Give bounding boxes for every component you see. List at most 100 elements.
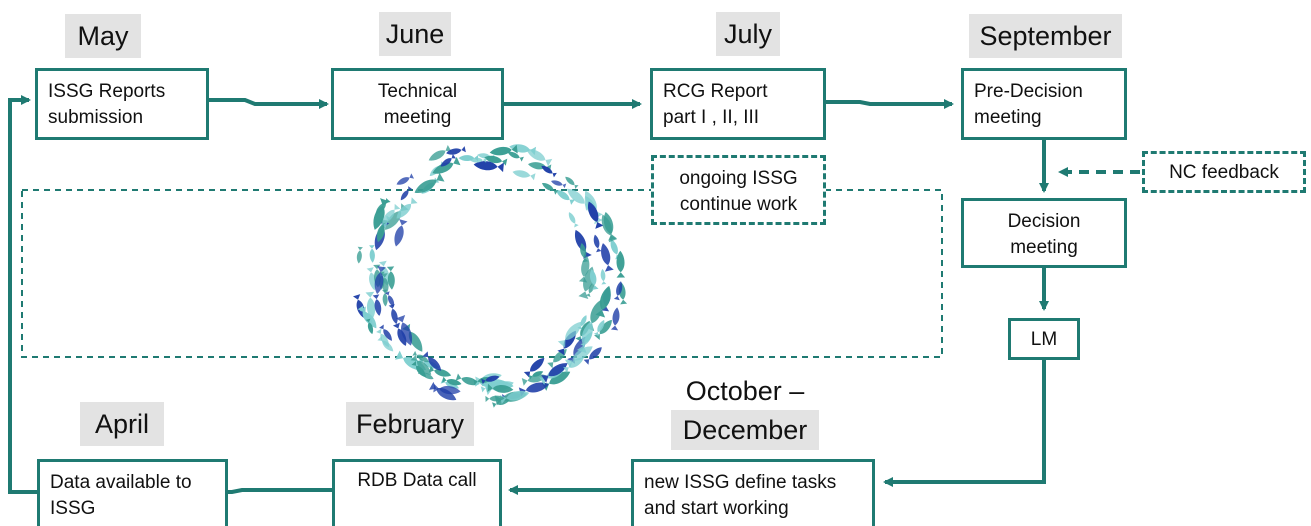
fish-icon <box>410 354 432 375</box>
fish-icon <box>359 306 377 329</box>
lm-box: LM <box>1008 318 1080 360</box>
fish-icon <box>613 281 623 301</box>
fish-icon <box>388 304 398 325</box>
fish-icon <box>377 220 388 241</box>
fish-icon <box>593 234 602 253</box>
fish-icon <box>547 349 567 369</box>
fish-icon <box>595 285 611 318</box>
fish-icon <box>446 146 466 155</box>
fish-icon <box>386 266 395 290</box>
fish-icon <box>440 154 457 167</box>
fish-icon <box>541 363 568 383</box>
fish-icon <box>580 332 592 348</box>
fish-icon <box>373 198 390 230</box>
fish-icon <box>588 201 604 229</box>
fish-icon <box>366 267 377 291</box>
fish-icon <box>557 321 582 348</box>
fish-icon <box>610 307 620 331</box>
fish-icon <box>395 314 413 346</box>
fish-icon <box>584 190 603 219</box>
ongoing-issg-box: ongoing ISSG continue work <box>651 155 826 225</box>
fish-icon <box>428 145 452 161</box>
fish-icon <box>528 162 552 172</box>
fish-icon <box>402 323 423 352</box>
month-label-december: December <box>671 410 819 450</box>
fish-icon <box>482 378 509 388</box>
month-label-july: July <box>716 12 780 56</box>
fish-icon <box>580 242 589 263</box>
fish-icon <box>428 365 452 377</box>
rdb-data-call-box: RDB Data call <box>332 459 502 526</box>
fish-icon <box>567 336 586 364</box>
fish-icon <box>365 318 374 335</box>
fish-icon <box>616 250 626 278</box>
fish-icon <box>610 239 622 260</box>
issg-reports-submission-box: ISSG Reports submission <box>35 68 209 140</box>
month-label-february: February <box>346 402 474 446</box>
fish-icon <box>576 321 593 354</box>
month-label-april: April <box>80 402 164 446</box>
arrow-rcg-to-predecision <box>826 99 954 109</box>
arrow-return-to-issg-reports <box>8 95 37 494</box>
pre-decision-meeting-box: Pre-Decision meeting <box>961 68 1127 140</box>
arrow-rdb-to-data-available <box>211 487 332 497</box>
month-label-september: September <box>969 14 1122 58</box>
fish-icon <box>593 319 605 337</box>
fish-icon <box>512 170 536 181</box>
month-label-june: June <box>379 12 451 56</box>
fish-icon <box>477 153 495 161</box>
fish-icon <box>372 294 382 316</box>
fish-icon <box>565 176 579 189</box>
rcg-report-box: RCG Report part I , II, III <box>650 68 826 140</box>
ongoing-dashed-frame <box>21 189 943 358</box>
fish-icon <box>484 155 508 166</box>
fish-icon <box>563 357 584 373</box>
fish-icon <box>481 375 500 385</box>
fish-icon <box>352 294 365 318</box>
fish-icon <box>432 156 461 174</box>
fish-icon <box>594 319 612 341</box>
fish-icon <box>487 383 514 393</box>
nc-feedback-box: NC feedback <box>1142 151 1306 193</box>
fish-icon <box>551 180 567 189</box>
fish-icon <box>384 291 395 307</box>
fish-icon <box>526 149 553 167</box>
fish-icon <box>396 197 418 219</box>
fish-icon <box>412 350 429 363</box>
fish-icon <box>528 371 544 380</box>
month-label-october: October – <box>685 376 805 406</box>
fish-icon <box>583 347 602 365</box>
fish-icon <box>564 346 593 368</box>
fish-icon <box>499 390 530 405</box>
fish-icon <box>473 161 504 173</box>
fish-icon <box>568 212 579 228</box>
fish-icon <box>575 229 592 259</box>
fish-icon <box>433 383 461 395</box>
fish-icon <box>521 374 548 386</box>
fish-icon <box>601 214 618 243</box>
fish-icon <box>381 289 388 307</box>
fish-icon <box>601 243 614 272</box>
fish-icon <box>556 190 575 205</box>
fish-icon <box>382 203 401 224</box>
fish-icon <box>541 165 557 178</box>
fish-icon <box>507 151 524 162</box>
fish-icon <box>417 369 434 380</box>
fish-icon <box>523 357 545 378</box>
new-issg-box: new ISSG define tasks and start working <box>631 459 875 526</box>
fish-icon <box>414 172 445 194</box>
fish-icon <box>365 291 376 320</box>
fish-icon <box>378 260 390 286</box>
fish-icon <box>381 273 389 295</box>
fish-icon <box>442 376 462 386</box>
fish-icon <box>585 281 595 298</box>
fish-icon <box>376 328 389 348</box>
fish-icon <box>356 246 363 264</box>
fish-icon <box>485 395 505 402</box>
fish-icon <box>392 322 407 346</box>
fish-icon <box>584 299 603 332</box>
technical-meeting-box: Technical meeting <box>331 68 504 140</box>
fish-icon <box>396 173 415 185</box>
